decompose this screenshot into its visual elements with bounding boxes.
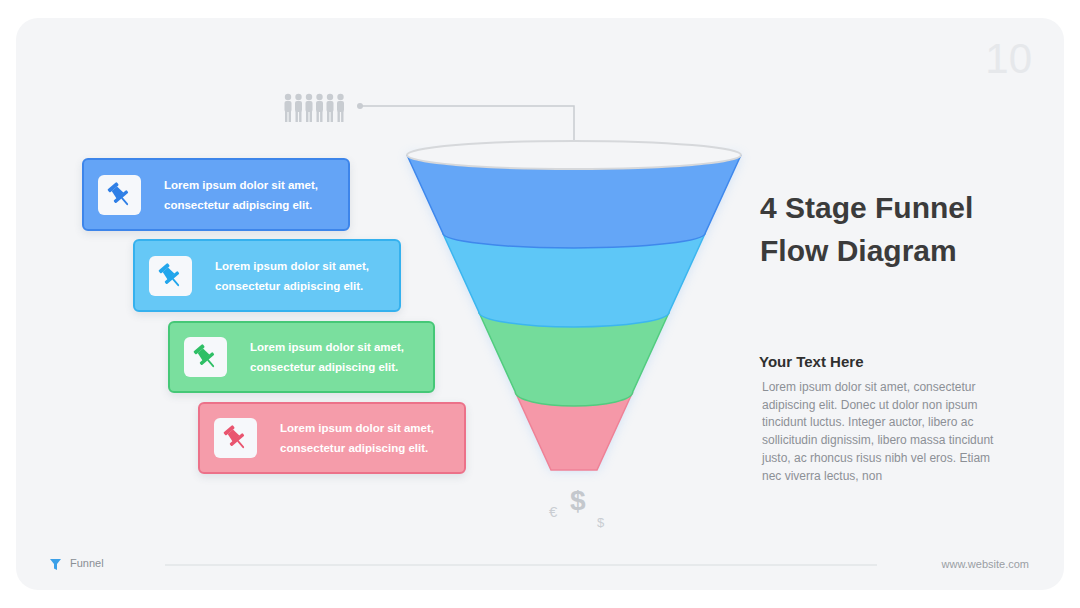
- people-icon: [285, 94, 345, 122]
- stage-box: Lorem ipsum dolor sit amet, consectetur …: [168, 321, 435, 393]
- page-number: 10: [930, 34, 1032, 84]
- pin-needle: [173, 279, 178, 285]
- box-text: Lorem ipsum dolor sit amet, consectetur …: [280, 418, 460, 458]
- slide-card: [16, 18, 1064, 590]
- pin-icon: [98, 175, 141, 215]
- currency-symbol: €: [549, 503, 557, 521]
- pin-base: [164, 270, 179, 284]
- pin-icon-tile: [214, 418, 257, 458]
- footer-label: Funnel: [70, 557, 104, 570]
- pin-needle: [208, 360, 213, 366]
- footer-url: www.website.com: [880, 558, 1029, 571]
- footer-rule: [165, 564, 877, 566]
- box-text: Lorem ipsum dolor sit amet, consectetur …: [215, 256, 395, 296]
- slide-title: 4 Stage Funnel Flow Diagram: [760, 186, 1025, 272]
- pin-icon: [149, 256, 192, 296]
- pin-icon-tile: [184, 337, 227, 377]
- pin-base: [113, 189, 128, 203]
- pin-icon: [214, 418, 257, 458]
- stage-box: Lorem ipsum dolor sit amet, consectetur …: [133, 239, 401, 312]
- currency-symbol: $: [597, 515, 604, 531]
- text-body: Lorem ipsum dolor sit amet, consectetur …: [762, 379, 1007, 485]
- currency-symbol: $: [570, 484, 586, 518]
- pin-icon-tile: [98, 175, 141, 215]
- box-text: Lorem ipsum dolor sit amet, consectetur …: [164, 175, 344, 215]
- pin-icon-tile: [149, 256, 192, 296]
- funnel-rim: [407, 141, 741, 169]
- text-heading: Your Text Here: [759, 353, 1009, 371]
- pin-needle: [122, 198, 127, 204]
- pin-icon: [184, 337, 227, 377]
- stage-box: Lorem ipsum dolor sit amet, consectetur …: [198, 402, 466, 474]
- box-text: Lorem ipsum dolor sit amet, consectetur …: [250, 337, 430, 377]
- pin-base: [199, 352, 214, 366]
- pin-base: [229, 433, 244, 447]
- pin-needle: [238, 441, 243, 447]
- funnel-glyph: [50, 559, 61, 570]
- stage-box: Lorem ipsum dolor sit amet, consectetur …: [82, 158, 350, 231]
